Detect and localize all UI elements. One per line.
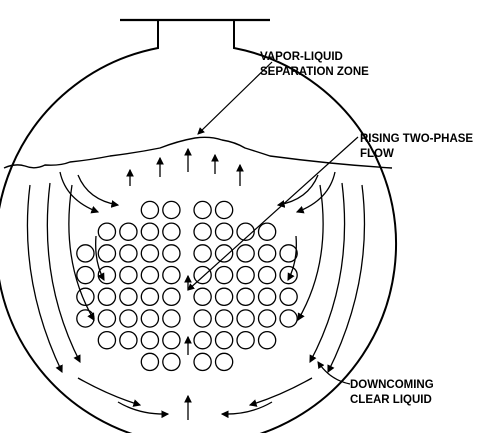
tube [97, 287, 117, 307]
tube [236, 244, 255, 263]
bottom-inflow-arrow [117, 401, 170, 419]
downcoming-arrow [327, 184, 366, 374]
tube [162, 287, 181, 307]
tube [97, 330, 117, 350]
liquid-surface [3, 136, 393, 169]
downcoming-arrow [46, 182, 81, 364]
downcoming-leader [317, 361, 351, 385]
tube [140, 200, 160, 220]
vessel-shell [0, 20, 397, 433]
tube [214, 222, 234, 241]
tube [162, 222, 181, 241]
tube [119, 222, 138, 241]
downcoming-label-line2: CLEAR LIQUID [350, 394, 432, 406]
tube [76, 244, 95, 263]
tube [162, 265, 181, 285]
tube [140, 352, 160, 372]
tube [119, 287, 138, 307]
tube [162, 330, 181, 350]
separation-zone-label-line2: SEPARATION ZONE [260, 66, 369, 78]
tube [214, 352, 234, 372]
tube [119, 244, 138, 263]
tube [214, 200, 234, 220]
rising-flow-label-line2: FLOW [360, 148, 394, 160]
tube [193, 200, 212, 220]
tube [140, 265, 160, 285]
rising-flow-label-line1: RISING TWO-PHASE [360, 133, 473, 145]
downcoming-arrow [68, 184, 95, 322]
top-flow-arrow [59, 171, 100, 214]
tube [193, 265, 212, 285]
circulation-arrows [26, 171, 366, 419]
tube [214, 244, 234, 263]
tube [119, 265, 138, 285]
rising-flow-leader [187, 136, 359, 291]
tube [140, 287, 160, 307]
top-flow-arrow [77, 174, 120, 208]
tube [140, 330, 160, 350]
bottom-inflow-arrow [248, 377, 313, 407]
tube [193, 222, 212, 241]
tube [162, 309, 181, 328]
tube [236, 330, 255, 350]
tube [257, 309, 277, 328]
top-flow-arrow [295, 171, 336, 214]
tube [236, 222, 255, 241]
tube [236, 309, 255, 328]
side-flow-arrow [95, 235, 105, 282]
separation-leader [197, 61, 273, 135]
tube [162, 244, 181, 263]
downcoming-arrow [26, 184, 63, 374]
tube [140, 244, 160, 263]
top-flow-arrow [276, 174, 319, 208]
tube [257, 265, 277, 285]
tube [97, 309, 117, 328]
tube [140, 222, 160, 241]
tube [193, 309, 212, 328]
tube [279, 265, 298, 285]
tube-bundle [76, 200, 298, 372]
side-flow-arrow [287, 235, 297, 282]
separation-zone-label-line1: VAPOR-LIQUID [260, 51, 343, 63]
tube [193, 287, 212, 307]
tube [119, 330, 138, 350]
tube [119, 309, 138, 328]
tube [97, 244, 117, 263]
downcoming-arrow [309, 182, 346, 364]
tube [279, 287, 298, 307]
tube [257, 222, 277, 241]
bottom-inflow-arrow [77, 377, 142, 407]
tube [193, 352, 212, 372]
tube [76, 265, 95, 285]
tube [257, 330, 277, 350]
tube [257, 244, 277, 263]
tube [97, 222, 117, 241]
tube [162, 200, 181, 220]
tube [279, 309, 298, 328]
tube [257, 287, 277, 307]
downcoming-arrow [297, 184, 324, 322]
tube [162, 352, 181, 372]
tube [236, 287, 255, 307]
tube [214, 309, 234, 328]
tube [214, 287, 234, 307]
tube [193, 244, 212, 263]
rising-arrows [126, 147, 244, 420]
bottom-inflow-arrow [220, 401, 273, 419]
tube [214, 330, 234, 350]
tube [76, 309, 95, 328]
tube [140, 309, 160, 328]
tube [193, 330, 212, 350]
tube [214, 265, 234, 285]
leader-lines [187, 61, 359, 385]
tube [279, 244, 298, 263]
downcoming-label-line1: DOWNCOMING [350, 379, 434, 391]
tube [236, 265, 255, 285]
